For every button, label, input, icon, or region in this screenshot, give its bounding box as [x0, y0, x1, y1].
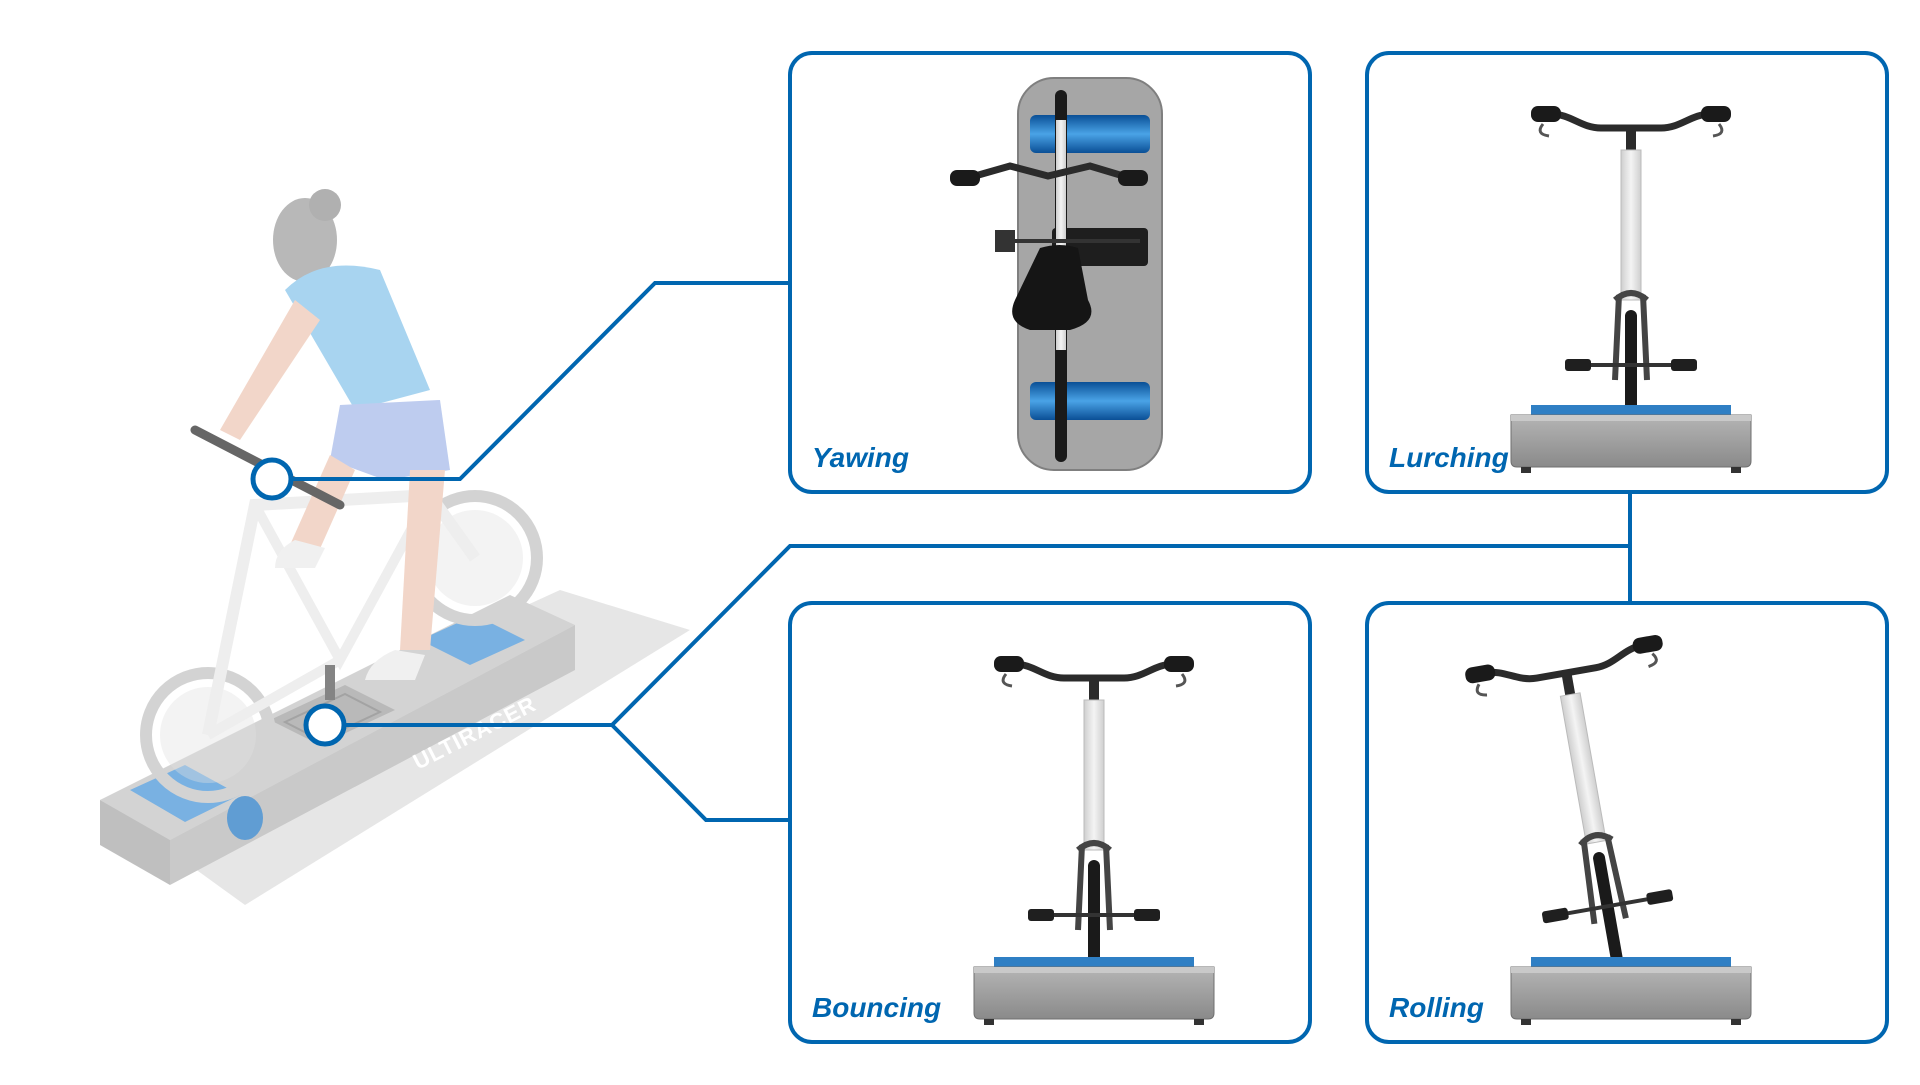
panel-yawing: Yawing — [788, 51, 1312, 494]
handlebar-marker — [250, 457, 294, 501]
bike-topview-illustration — [950, 77, 1163, 471]
label-yawing: Yawing — [812, 442, 909, 473]
panel-rolling: Rolling — [1365, 601, 1889, 1044]
connector-roller-bottom — [610, 723, 790, 822]
label-rolling: Rolling — [1389, 992, 1484, 1023]
roller-marker — [303, 703, 347, 747]
cyclist-illustration: ULTIRACER — [100, 189, 690, 905]
panel-lurching: Lurching — [1365, 51, 1889, 494]
connector-lines — [292, 281, 1632, 822]
label-bouncing: Bouncing — [812, 992, 941, 1023]
connector-handlebar — [292, 281, 790, 481]
panel-bouncing: Bouncing — [788, 601, 1312, 1044]
connector-roller-top — [325, 492, 1632, 727]
label-lurching: Lurching — [1389, 442, 1509, 473]
